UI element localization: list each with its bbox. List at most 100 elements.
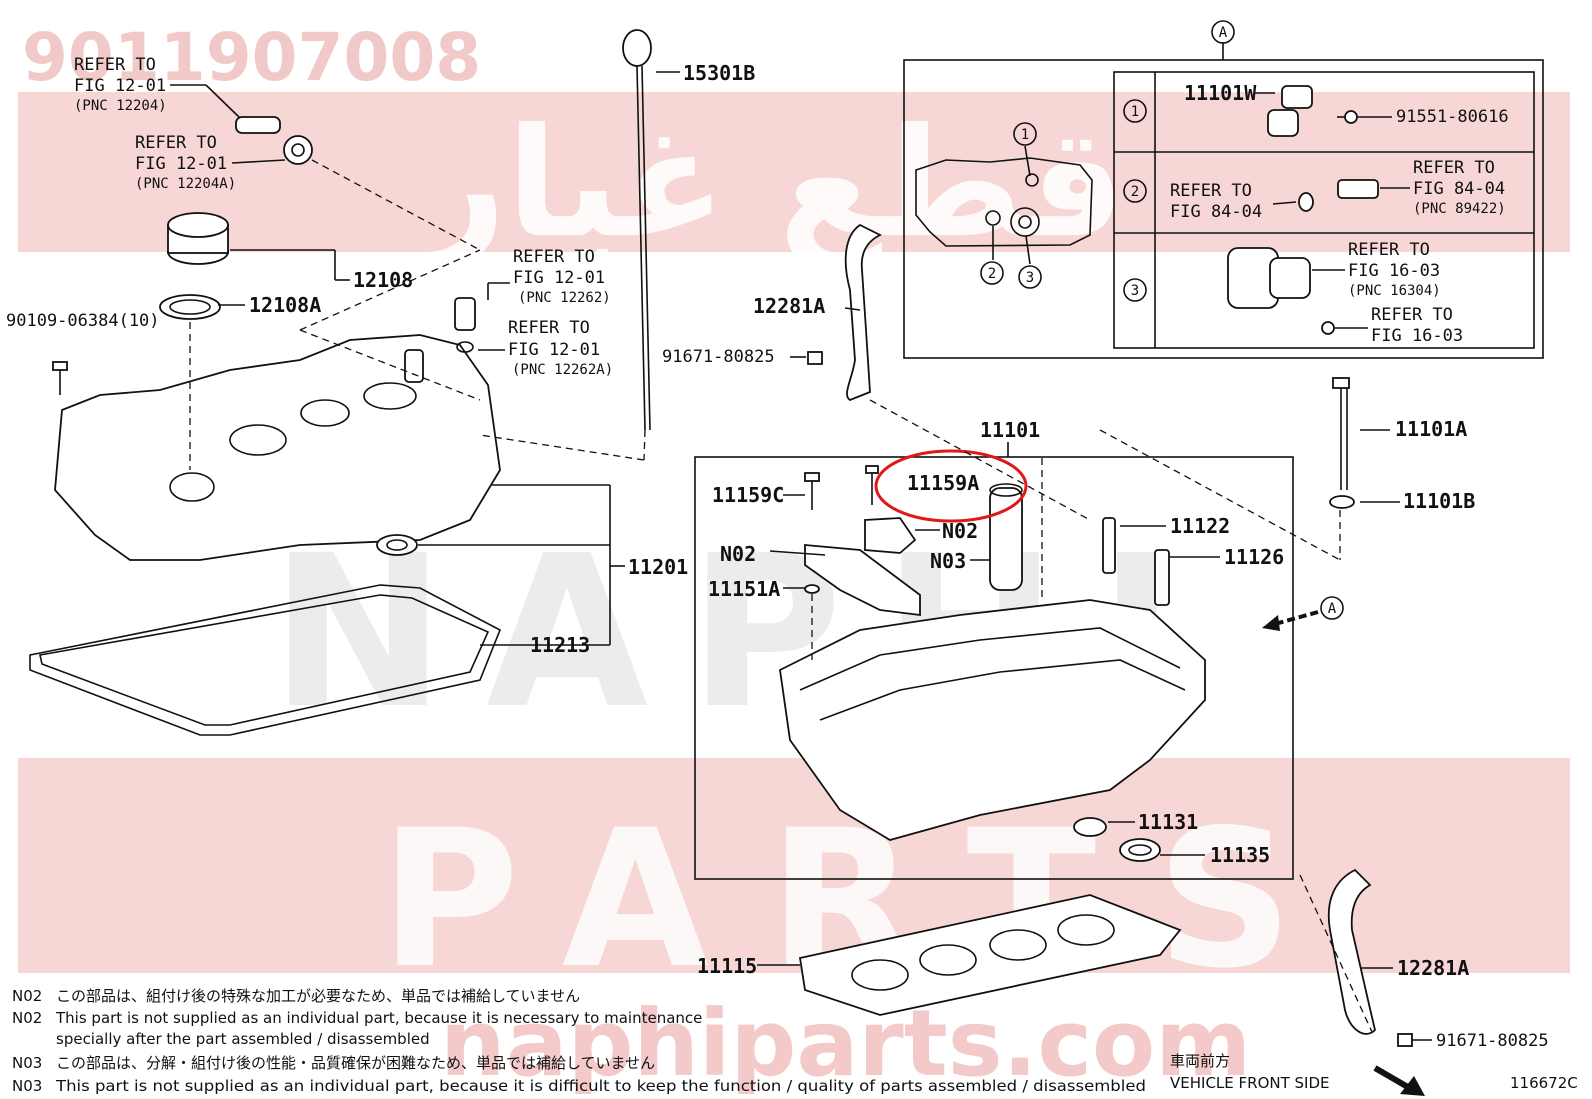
bolt-91671-80825-bottom [1397, 1033, 1413, 1047]
label-90109-06384: 90109-06384(10) [6, 311, 160, 331]
note-n03-en: This part is not supplied as an individu… [55, 1077, 1146, 1095]
oil-pressure-switch [235, 116, 281, 134]
ref-8-line-2: FIG 16-03 [1371, 326, 1463, 346]
label-n03: N03 [930, 549, 966, 573]
ref-4-line-1: REFER TO [508, 318, 590, 338]
ref-8-line-1: REFER TO [1371, 305, 1453, 325]
ref-1-line-2: FIG 12-01 [74, 76, 166, 96]
seal-11131 [1073, 817, 1107, 837]
row-callout-3: 3 [1131, 283, 1139, 299]
cylinder-head [779, 599, 1206, 841]
label-n02-a: N02 [720, 542, 756, 566]
callout-a-top-label: A [1219, 25, 1228, 41]
ref-5-line-1: REFER TO [1170, 181, 1252, 201]
leaders-head [769, 458, 1220, 856]
washer-11151a [804, 584, 820, 594]
label-12108: 12108 [353, 268, 413, 292]
note-n03-jp: この部品は、分解・組付け後の性能・品質確保が困難なため、単品では補給していません [56, 1054, 655, 1072]
head-gasket-11115 [798, 894, 1182, 1016]
ref-1-line-1: REFER TO [74, 55, 156, 75]
inset-table [1113, 71, 1535, 349]
label-91671-80825-bottom: 91671-80825 [1436, 1031, 1549, 1051]
plug-12204a [283, 135, 313, 165]
watermark: 9011907008 قطع غيار NAPHI PARTS naphipar… [18, 19, 1570, 1097]
label-11201: 11201 [628, 555, 688, 579]
cover-gasket-11213 [29, 584, 502, 736]
row-callout-1: 1 [1131, 104, 1139, 120]
bolt-11159c [804, 472, 820, 482]
ref-3-line-2: FIG 12-01 [513, 268, 605, 288]
bolt-11101a [1332, 377, 1350, 389]
front-label-en: VEHICLE FRONT SIDE [1170, 1074, 1330, 1092]
label-11151a: 11151A [708, 577, 780, 601]
bolt-91551-80616 [1344, 110, 1358, 124]
label-11131: 11131 [1138, 810, 1198, 834]
label-91671-80825-top: 91671-80825 [662, 347, 775, 367]
part-labels: 15301B REFER TO FIG 12-01 (PNC 12204) RE… [6, 55, 1549, 1051]
label-12281a-top: 12281A [753, 294, 825, 318]
ref-2-line-3: (PNC 12204A) [135, 176, 236, 192]
row-callout-2: 2 [1131, 184, 1139, 200]
ref-2-line-2: FIG 12-01 [135, 154, 227, 174]
label-11122: 11122 [1170, 514, 1230, 538]
ref-4-line-3: (PNC 12262A) [512, 362, 613, 378]
cylinder-head-cover [54, 334, 501, 561]
note-n02-jp: この部品は、組付け後の特殊な加工が必要なため、単品では補給していません [56, 987, 580, 1005]
label-11101a: 11101A [1395, 417, 1467, 441]
figure-code: 116672C [1510, 1074, 1578, 1092]
watermark-band-bottom [18, 758, 1570, 973]
bolt-11159a [865, 465, 879, 474]
ref-7-line-2: FIG 16-03 [1348, 261, 1440, 281]
gasket-ring [1298, 192, 1314, 212]
inset-head-outline [915, 157, 1093, 247]
label-11115: 11115 [697, 954, 757, 978]
cylinder-head-box: A [694, 442, 1344, 880]
ref-7-line-3: (PNC 16304) [1348, 283, 1441, 299]
callout-a-top-circle [1211, 20, 1235, 44]
ref-5-line-2: FIG 84-04 [1170, 202, 1262, 222]
right-parts [757, 223, 1432, 1096]
ref-3-line-3: (PNC 12262) [518, 290, 611, 306]
inset-detail-a: A 1 2 3 1 2 3 11101W 91551-80616 REFER T [903, 20, 1544, 359]
plug-tube-gasket [376, 534, 418, 556]
label-11101w: 11101W [1184, 81, 1257, 105]
ref-3-line-1: REFER TO [513, 247, 595, 267]
inset-callout-2: 2 [988, 266, 996, 282]
front-arrow-icon [1400, 1076, 1425, 1096]
highlight-11159a [874, 449, 1028, 523]
cap-gasket-12108a [159, 294, 221, 320]
note-n02-en-2: specially after the part assembled / dis… [56, 1030, 430, 1048]
label-11159c: 11159C [712, 483, 784, 507]
ref-6-line-2: FIG 84-04 [1413, 179, 1505, 199]
label-12108a: 12108A [249, 293, 321, 317]
label-11101b: 11101B [1403, 489, 1475, 513]
leaders-left [170, 71, 680, 646]
label-11126: 11126 [1224, 545, 1284, 569]
watermark-arabic: قطع غيار [413, 97, 1125, 272]
bearing-cap-n02-a [804, 544, 921, 617]
valve-guide-11122 [1102, 517, 1116, 574]
note-n02-en-1: This part is not supplied as an individu… [55, 1009, 702, 1027]
note-n02-code-en: N02 [12, 1009, 42, 1027]
note-n02-code-jp: N02 [12, 987, 42, 1005]
label-11135: 11135 [1210, 843, 1270, 867]
cam-sensor-part [1267, 109, 1299, 137]
label-11213: 11213 [530, 633, 590, 657]
label-91551-80616: 91551-80616 [1396, 107, 1509, 127]
label-12281a-bottom: 12281A [1397, 956, 1469, 980]
note-n03-code-jp: N03 [12, 1054, 42, 1072]
valve-guide-11126 [1154, 549, 1170, 606]
oil-level-gauge [622, 29, 652, 67]
front-label-jp: 車両前方 [1170, 1052, 1230, 1070]
pcv-grommet [456, 341, 474, 353]
washer-11101b [1329, 495, 1355, 509]
label-11159a: 11159A [907, 471, 979, 495]
temp-sensor-part [1337, 179, 1379, 199]
callout-a-side-label: A [1328, 601, 1337, 617]
label-15301b: 15301B [683, 61, 755, 85]
ref-6-line-3: (PNC 89422) [1413, 201, 1506, 217]
bearing-cap-n02-b [864, 517, 917, 554]
footnotes: N02 この部品は、組付け後の特殊な加工が必要なため、単品では補給していません … [12, 987, 1578, 1095]
